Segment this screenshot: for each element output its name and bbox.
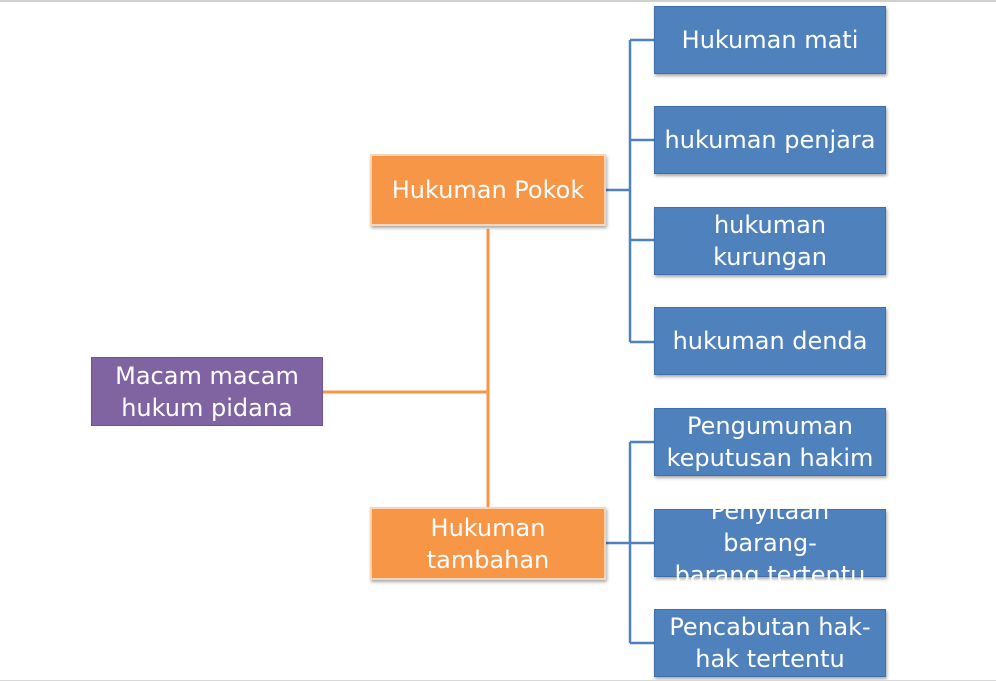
leaf-node-line1: hukuman — [713, 211, 827, 239]
leaf-node-line1: hukuman penjara — [664, 126, 876, 154]
branch-node-hukuman-pokok: Hukuman Pokok — [370, 154, 606, 226]
leaf-node-hukuman-penjara: hukuman penjara — [654, 106, 886, 174]
leaf-node-line1: Penyitaan barang- — [710, 497, 830, 557]
branch-node-hukuman-tambahan: Hukuman tambahan — [370, 507, 606, 580]
branch-node-line2: tambahan — [426, 545, 550, 574]
leaf-node-line1: hukuman denda — [672, 327, 868, 355]
leaf-node-penyitaan-barang: Penyitaan barang- barang tertentu — [654, 497, 886, 589]
leaf-node-pencabutan-hak: Pencabutan hak- hak tertentu — [654, 609, 886, 677]
leaf-node-pengumuman-keputusan-hakim: Pengumuman keputusan hakim — [654, 408, 886, 476]
root-node: Macam macam hukum pidana — [91, 357, 323, 426]
leaf-node-hukuman-mati: Hukuman mati — [654, 6, 886, 74]
branch-node-line1: Hukuman Pokok — [391, 176, 585, 204]
branch-node-line1: Hukuman — [430, 513, 546, 542]
leaf-node-line1: Pengumuman — [687, 412, 853, 440]
root-node-line1: Macam macam — [115, 361, 299, 390]
leaf-node-hukuman-kurungan: hukuman kurungan — [654, 207, 886, 275]
leaf-node-line1: Hukuman mati — [681, 26, 859, 54]
leaf-node-line2: hak tertentu — [695, 645, 845, 673]
leaf-node-line2: kurungan — [713, 243, 827, 271]
leaf-node-line1: Pencabutan hak- — [669, 613, 871, 641]
leaf-node-line2: barang tertentu — [674, 561, 866, 589]
leaf-node-hukuman-denda: hukuman denda — [654, 307, 886, 375]
root-node-line2: hukum pidana — [121, 393, 293, 422]
leaf-node-line2: keputusan hakim — [666, 444, 874, 472]
